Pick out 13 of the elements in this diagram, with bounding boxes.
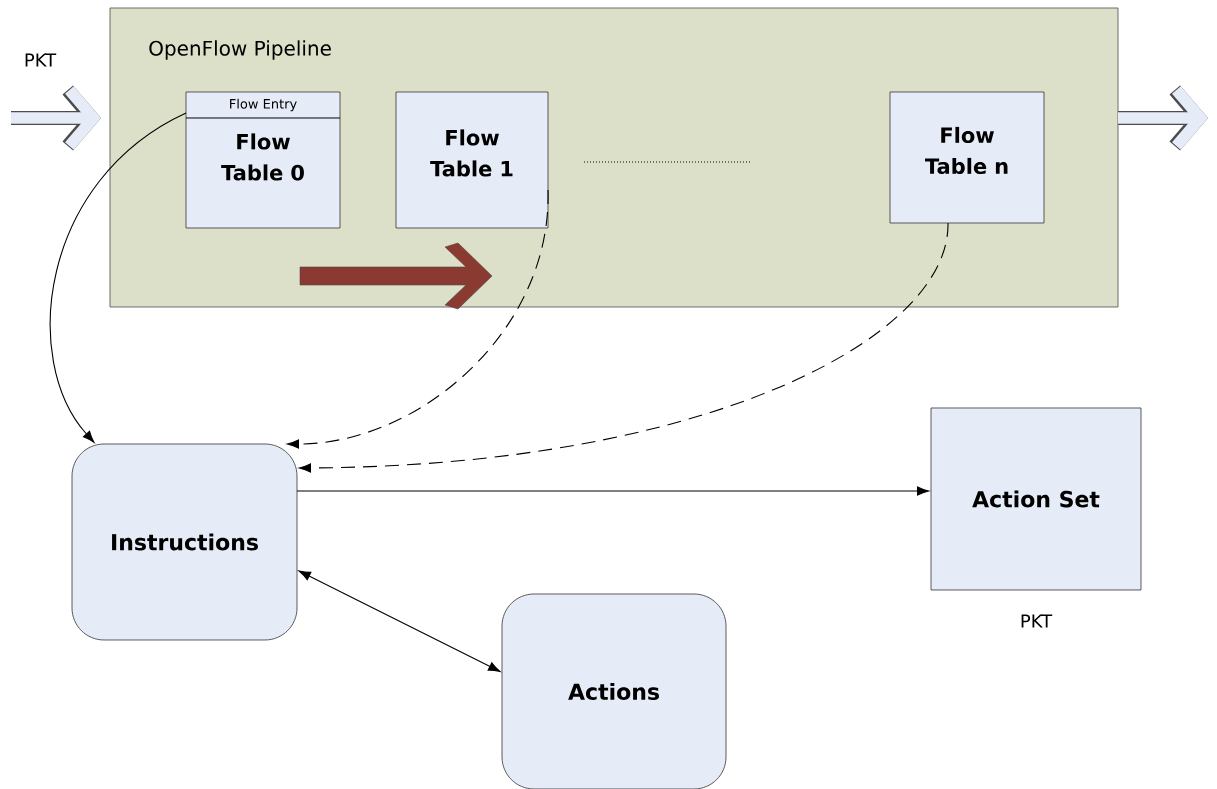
arrow [286,189,549,449]
arrow [49,112,187,443]
rounded-box: Instructions [71,443,298,641]
flow-table-box: Flow Table 1 [395,91,549,229]
square-box: Action Set [930,407,1142,591]
flow-table-box: Flow Table n [889,91,1045,224]
rounded-box: Actions [501,593,727,789]
flow-table-box: Flow Entry Flow Table 0 [185,91,341,229]
packet-label: PKT [25,53,57,67]
arrow [296,486,930,496]
packet-label: PKT [1021,614,1053,628]
arrow [298,570,501,672]
arrow [298,222,949,473]
